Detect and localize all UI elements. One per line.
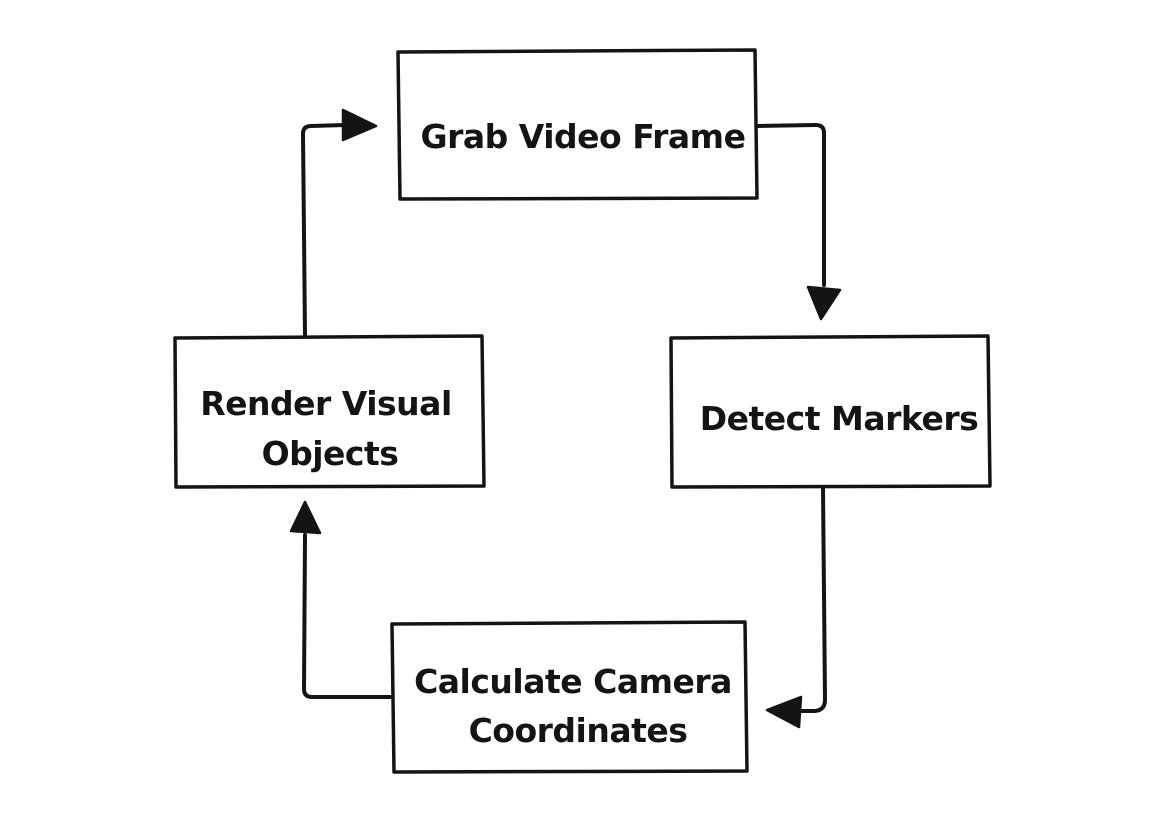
edge-calc-to-render: [289, 500, 394, 699]
arrow-up-icon: [289, 500, 322, 535]
node-calculate-camera-coordinates: Calculate Camera Coordinates: [390, 620, 749, 774]
node-label-line2: Objects: [262, 434, 399, 473]
node-grab-video-frame: Grab Video Frame: [396, 48, 759, 201]
connector-line: [302, 533, 394, 699]
node-label-line1: Calculate Camera: [414, 662, 732, 701]
node-render-visual-objects: Render Visual Objects: [173, 334, 486, 489]
arrow-down-icon: [806, 285, 842, 321]
node-label: Detect Markers: [700, 399, 979, 438]
node-label: Grab Video Frame: [421, 117, 746, 156]
connector-line: [755, 123, 826, 287]
arrow-right-icon: [341, 108, 378, 142]
node-detect-markers: Detect Markers: [669, 334, 992, 489]
connector-line: [798, 486, 827, 713]
edge-detect-to-calc: [765, 486, 827, 729]
node-label-line1: Render Visual: [200, 384, 452, 423]
edge-render-to-grab: [301, 108, 378, 338]
node-box: [173, 334, 486, 489]
connector-line: [301, 123, 347, 338]
node-box: [669, 334, 992, 489]
edge-grab-to-detect: [755, 123, 842, 321]
node-box: [396, 48, 759, 201]
node-box: [390, 620, 749, 774]
arrow-left-icon: [765, 695, 803, 729]
node-label-line2: Coordinates: [469, 711, 688, 750]
